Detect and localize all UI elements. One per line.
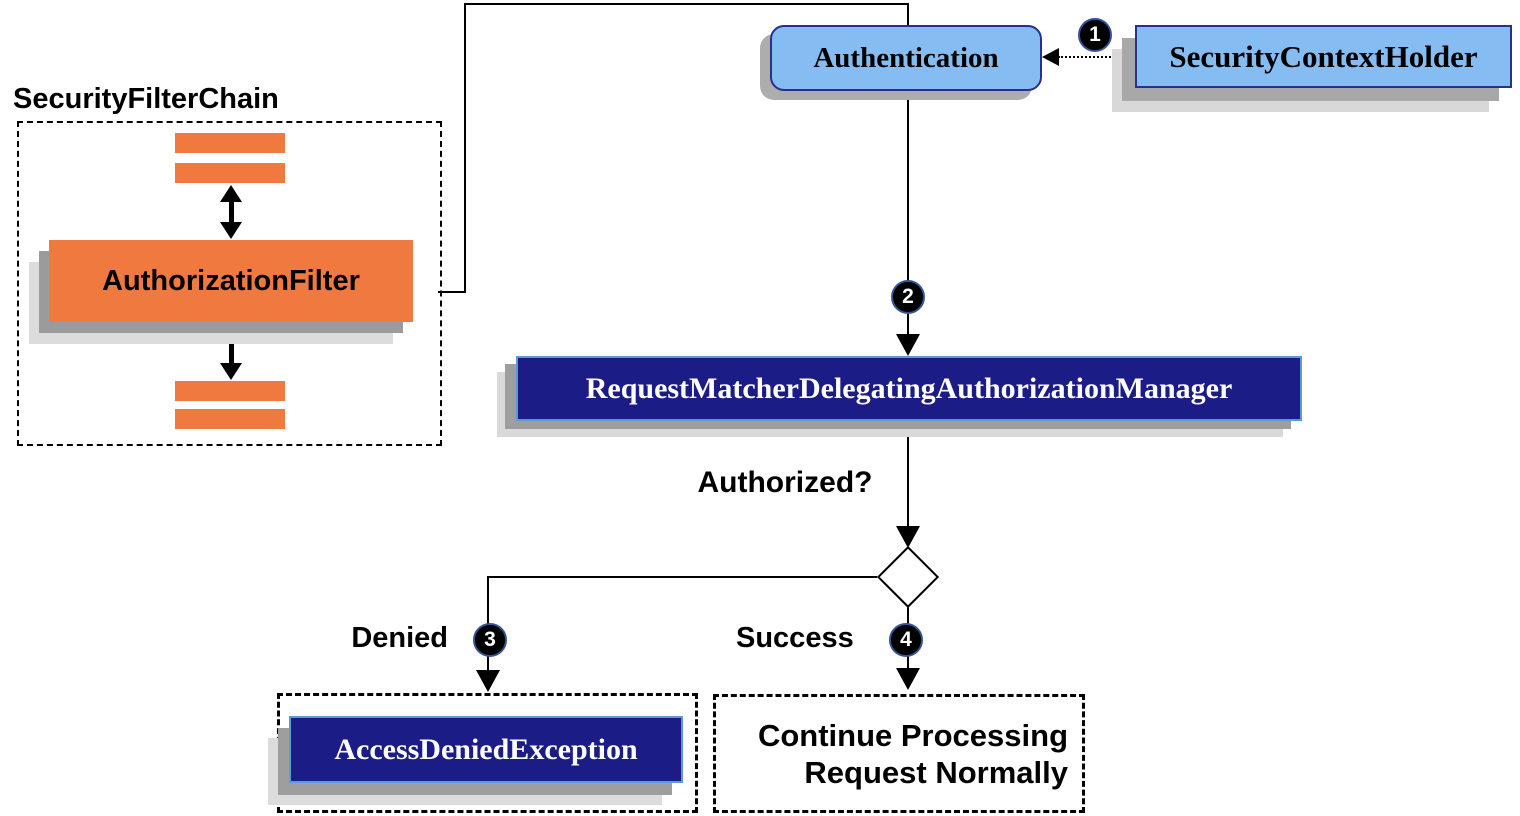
authorization-manager-label: RequestMatcherDelegatingAuthorizationMan… <box>585 371 1233 405</box>
connector-filter-to-riser <box>438 291 466 293</box>
authorization-filter-label: AuthorizationFilter <box>102 264 360 297</box>
step-2-badge: 2 <box>891 280 925 314</box>
step-2-number: 2 <box>902 285 914 308</box>
continue-processing-node: Continue Processing Request Normally <box>716 697 1082 810</box>
success-label: Success <box>736 622 854 654</box>
arrowhead-into-manager-icon <box>896 334 920 356</box>
connector-riser-vertical <box>464 3 466 293</box>
step-4-number: 4 <box>900 628 912 651</box>
authorized-question-label: Authorized? <box>697 466 873 499</box>
filter-placeholder-bar <box>175 409 285 429</box>
security-context-holder-node: SecurityContextHolder <box>1135 25 1512 88</box>
filter-placeholder-bar <box>175 163 285 183</box>
step-1-number: 1 <box>1089 23 1101 46</box>
arrowhead-into-success-icon <box>896 668 920 690</box>
arrowhead-into-diamond-icon <box>896 526 920 548</box>
security-filter-chain-container <box>17 121 442 446</box>
step-4-badge: 4 <box>889 623 923 657</box>
connector-top-horizontal <box>464 3 909 5</box>
step-1-badge: 1 <box>1078 18 1112 52</box>
authentication-node: Authentication <box>770 25 1042 91</box>
arrowhead-into-authentication-icon <box>1042 48 1059 66</box>
connector-diamond-to-denied <box>488 576 877 578</box>
decision-diamond <box>876 545 940 609</box>
step-3-badge: 3 <box>473 623 507 657</box>
connector-manager-to-diamond <box>907 421 909 528</box>
connector-holder-to-authentication <box>1058 56 1135 58</box>
denied-label: Denied <box>351 622 448 654</box>
filter-placeholder-bar <box>175 381 285 401</box>
success-outcome-container <box>713 694 1085 813</box>
authentication-label: Authentication <box>813 41 999 74</box>
authorization-manager-node: RequestMatcherDelegatingAuthorizationMan… <box>516 356 1302 421</box>
connector-authentication-to-manager <box>907 3 909 334</box>
authorization-filter-node: AuthorizationFilter <box>49 240 413 322</box>
security-filter-chain-title: SecurityFilterChain <box>13 83 279 115</box>
arrowhead-into-denied-icon <box>476 670 500 692</box>
access-denied-exception-label: AccessDeniedException <box>334 732 638 766</box>
step-3-number: 3 <box>484 628 496 651</box>
filter-placeholder-bar <box>175 133 285 153</box>
double-arrow-icon <box>219 185 243 239</box>
continue-processing-line2: Request Normally <box>804 754 1068 790</box>
security-context-holder-label: SecurityContextHolder <box>1169 38 1478 74</box>
double-arrow-icon <box>219 324 243 380</box>
access-denied-exception-node: AccessDeniedException <box>289 716 683 783</box>
continue-processing-line1: Continue Processing <box>757 717 1068 753</box>
